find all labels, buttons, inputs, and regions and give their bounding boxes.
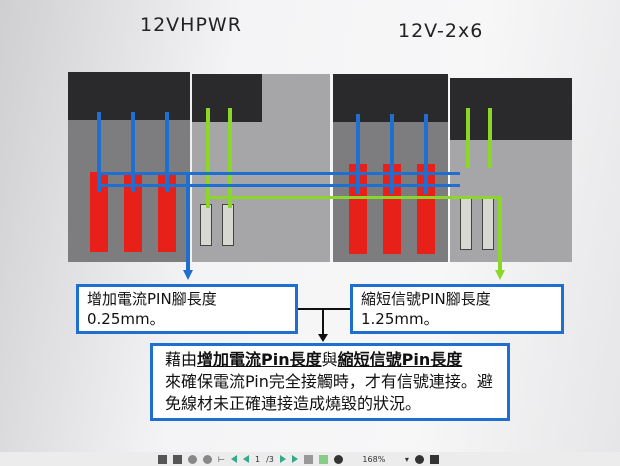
arrow-down-icon (183, 270, 193, 280)
connector-12vhpwr-signal (192, 74, 330, 262)
zoom-level[interactable]: 168% (362, 454, 386, 464)
title-12vhpwr: 12VHPWR (140, 14, 242, 36)
zoom-in-icon[interactable] (414, 454, 424, 464)
current-pin-level-line-2 (100, 184, 460, 187)
connector-12v-2x6-power (333, 74, 448, 262)
signal-pin-level-line (205, 196, 500, 199)
page-input[interactable]: 1 (254, 454, 261, 464)
first-page-icon[interactable] (230, 455, 237, 463)
fit-width-icon[interactable]: ⊢ (218, 454, 225, 464)
page-total: /3 (266, 454, 274, 464)
current-pin-level-line (100, 172, 460, 175)
fullscreen-icon[interactable] (429, 454, 439, 464)
connector-line (298, 308, 350, 310)
fit-page-icon[interactable] (318, 454, 328, 464)
note-text: 縮短信號PIN腳長度 (361, 290, 491, 308)
summary-box: 藉由增加電流Pin長度與縮短信號Pin長度 來確保電流Pin完全接觸時，才有信號… (150, 343, 510, 421)
summary-emphasis: 縮短信號Pin長度 (337, 350, 463, 369)
slide: 12VHPWR 12V-2x6 增加電流PIN腳長度 0.25mm。 縮短信號P… (0, 0, 620, 452)
zoom-dropdown-icon[interactable]: ▾ (404, 454, 409, 464)
back-icon[interactable] (188, 454, 197, 464)
hand-tool-icon[interactable] (158, 454, 167, 464)
next-page-icon[interactable] (279, 455, 286, 463)
arrow-right-line (498, 196, 502, 272)
arrow-down-icon (495, 270, 505, 280)
title-12v-2x6: 12V-2x6 (398, 20, 484, 42)
connector-line (322, 308, 324, 336)
prev-page-icon[interactable] (242, 455, 249, 463)
connector-12vhpwr-power (68, 72, 190, 262)
connector-12v-2x6-signal (450, 78, 572, 262)
summary-text: 藉由 (165, 350, 198, 369)
zoom-out-icon[interactable] (333, 454, 343, 464)
note-text: 0.25mm。 (87, 310, 165, 328)
select-tool-icon[interactable] (173, 454, 182, 464)
summary-text: 來確保電流Pin完全接觸時，才有信號連接。避免線材未正確連接造成燒毀的狀況。 (165, 372, 493, 413)
viewer-toolbar: ⊢ 1 /3 168% ▾ (0, 452, 620, 466)
note-text: 增加電流PIN腳長度 (87, 290, 217, 308)
note-text: 1.25mm。 (361, 310, 439, 328)
arrow-left-line (186, 172, 190, 272)
last-page-icon[interactable] (291, 455, 298, 463)
note-box-signal-pin: 縮短信號PIN腳長度 1.25mm。 (350, 284, 564, 334)
forward-icon[interactable] (203, 454, 212, 464)
summary-emphasis: 增加電流Pin長度 (197, 350, 322, 369)
rotate-icon[interactable] (303, 454, 313, 464)
summary-text: 與 (321, 350, 338, 369)
arrow-down-icon (318, 334, 328, 342)
note-box-current-pin: 增加電流PIN腳長度 0.25mm。 (76, 284, 298, 334)
